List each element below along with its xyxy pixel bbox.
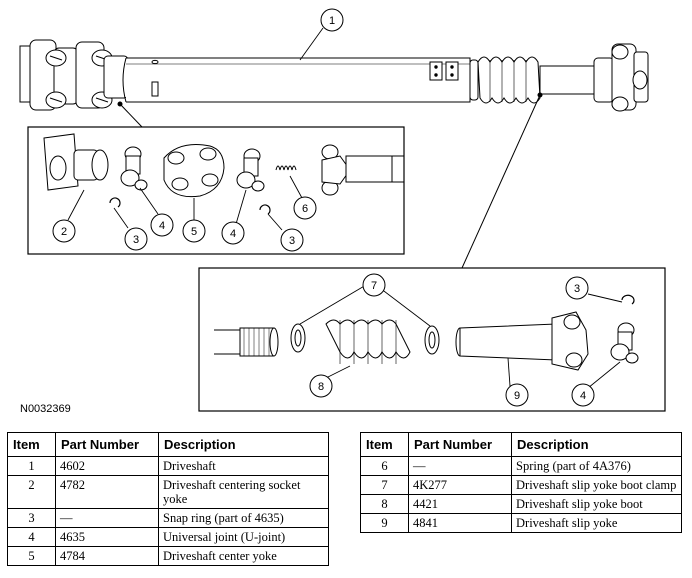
callout-label-7: 7	[371, 280, 377, 292]
item-number: 3	[7, 508, 56, 528]
table-row: 5 4784 Driveshaft center yoke	[7, 546, 329, 566]
callout-label-6: 6	[302, 203, 308, 215]
table-row: 4 4635 Universal joint (U-joint)	[7, 527, 329, 547]
callout-label-8: 8	[318, 381, 324, 393]
part-description: Universal joint (U-joint)	[158, 527, 329, 547]
callout-6	[293, 196, 317, 220]
callout-4	[150, 213, 174, 237]
table-header-row: Item Part Number Description	[7, 432, 329, 457]
table-row: 8 4421 Driveshaft slip yoke boot	[360, 494, 682, 514]
header-part-number: Part Number	[55, 432, 159, 457]
header-description: Description	[158, 432, 329, 457]
header-description: Description	[511, 432, 682, 457]
parts-table-left: Item Part Number Description 1 4602 Driv…	[7, 432, 329, 566]
front-joint-exploded-parts	[43, 133, 404, 215]
callout-label-2: 2	[61, 226, 67, 238]
table-header-row: Item Part Number Description	[360, 432, 682, 457]
item-number: 4	[7, 527, 56, 547]
callout-3	[124, 227, 148, 251]
part-description: Driveshaft slip yoke boot	[511, 494, 682, 514]
callout-label-5: 5	[191, 226, 197, 238]
callout-4c	[571, 383, 595, 407]
slip-yoke-detail-box	[198, 267, 666, 412]
part-description: Driveshaft center yoke	[158, 546, 329, 566]
callout-label-4b: 4	[230, 228, 236, 240]
item-number: 1	[7, 456, 56, 476]
table-row: 1 4602 Driveshaft	[7, 456, 329, 476]
callout-1	[320, 8, 344, 32]
callout-8	[309, 374, 333, 398]
part-number: 4782	[55, 475, 159, 509]
callout-3c	[565, 276, 589, 300]
item-number: 8	[360, 494, 409, 514]
callout-4b	[221, 221, 245, 245]
item-number: 2	[7, 475, 56, 509]
part-description: Driveshaft	[158, 456, 329, 476]
callout-label-4: 4	[159, 220, 165, 232]
callout-7	[362, 273, 386, 297]
callout-label-9: 9	[514, 390, 520, 402]
callout-label-4c: 4	[580, 390, 586, 402]
part-description: Spring (part of 4A376)	[511, 456, 682, 476]
driveshaft-assembly	[19, 39, 649, 112]
callout-label-3b: 3	[289, 235, 295, 247]
item-number: 5	[7, 546, 56, 566]
header-part-number: Part Number	[408, 432, 512, 457]
part-number: 4784	[55, 546, 159, 566]
figure-code: N0032369	[20, 403, 71, 415]
callout-5	[182, 219, 206, 243]
table-row: 2 4782 Driveshaft centering socket yoke	[7, 475, 329, 509]
callout-label-1: 1	[329, 15, 335, 27]
callout-label-3: 3	[133, 234, 139, 246]
parts-table-right: Item Part Number Description 6 — Spring …	[360, 432, 682, 533]
part-description: Driveshaft centering socket yoke	[158, 475, 329, 509]
part-description: Driveshaft slip yoke	[511, 513, 682, 533]
part-description: Driveshaft slip yoke boot clamp	[511, 475, 682, 495]
slip-yoke-exploded-parts	[214, 294, 639, 371]
part-number: —	[55, 508, 159, 528]
item-number: 9	[360, 513, 409, 533]
callout-9	[505, 383, 529, 407]
callout-2	[52, 219, 76, 243]
header-item: Item	[360, 432, 409, 457]
callout-label-3c: 3	[574, 283, 580, 295]
table-row: 3 — Snap ring (part of 4635)	[7, 508, 329, 528]
item-number: 6	[360, 456, 409, 476]
driveshaft-exploded-diagram: 1 2 3 4 5 4 6 3 7 3 8 9 4	[19, 8, 666, 412]
part-number: 4421	[408, 494, 512, 514]
table-row: 6 — Spring (part of 4A376)	[360, 456, 682, 476]
part-description: Snap ring (part of 4635)	[158, 508, 329, 528]
part-number: 4K277	[408, 475, 512, 495]
header-item: Item	[7, 432, 56, 457]
item-number: 7	[360, 475, 409, 495]
callout-bubbles	[52, 8, 595, 407]
part-number: 4602	[55, 456, 159, 476]
table-row: 7 4K277 Driveshaft slip yoke boot clamp	[360, 475, 682, 495]
leader-lines	[67, 27, 623, 389]
front-joint-detail-box	[27, 126, 405, 255]
callout-3b	[280, 228, 304, 252]
table-row: 9 4841 Driveshaft slip yoke	[360, 513, 682, 533]
part-number: 4841	[408, 513, 512, 533]
part-number: 4635	[55, 527, 159, 547]
part-number: —	[408, 456, 512, 476]
